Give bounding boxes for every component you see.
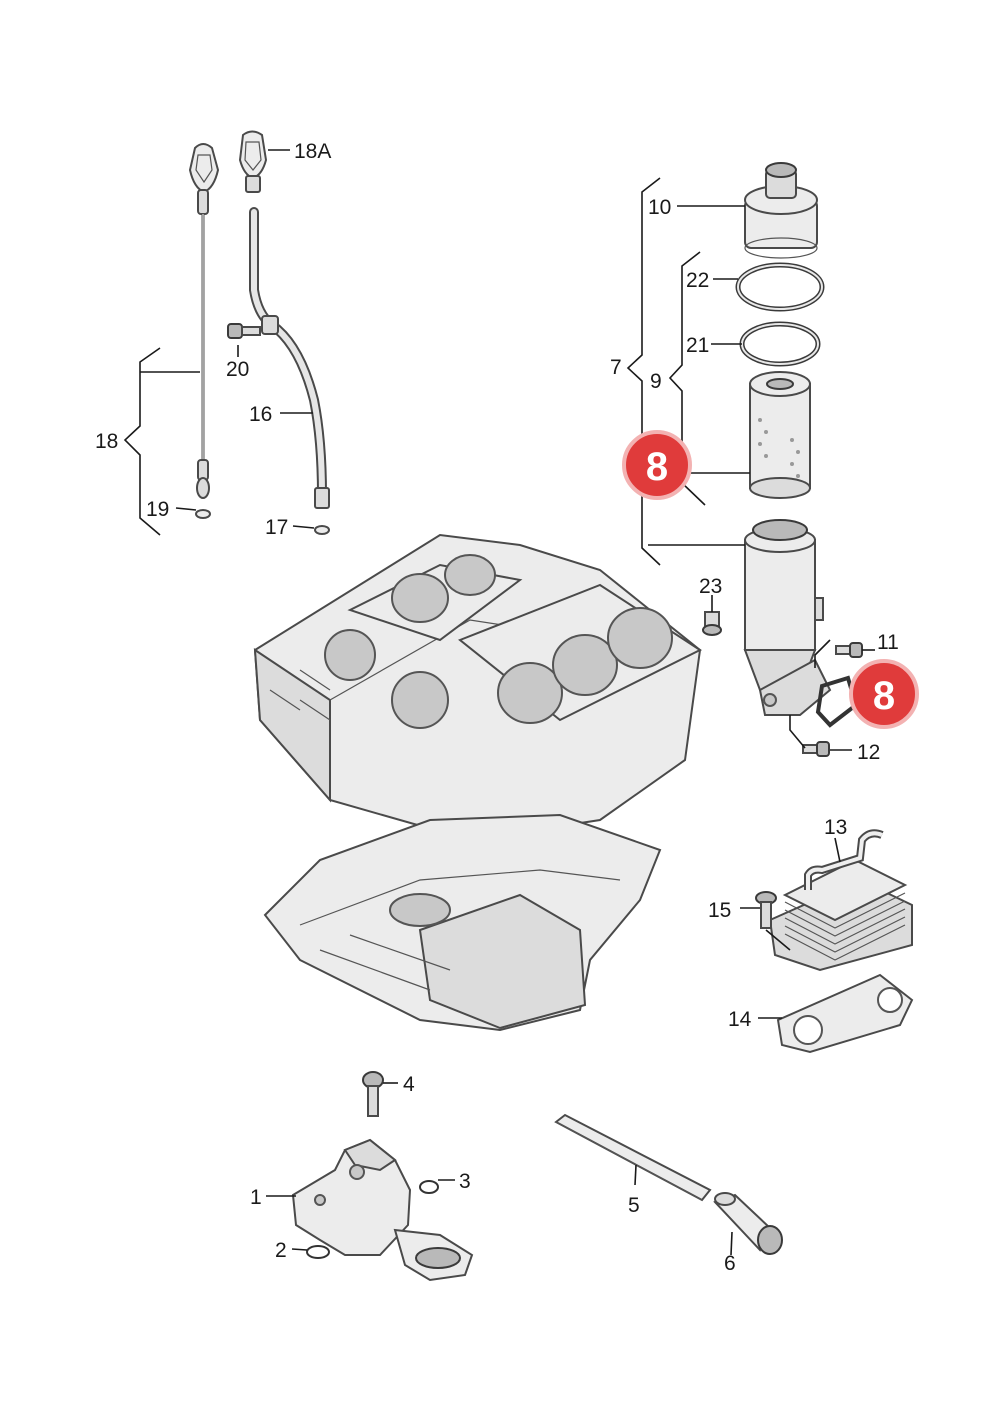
drive-shaft-5: [554, 1113, 712, 1202]
bolt-15: [755, 891, 777, 929]
label-3: 3: [459, 1170, 471, 1193]
label-10: 10: [648, 196, 671, 219]
label-23: 23: [699, 575, 722, 598]
oil-pan: [263, 813, 662, 1032]
label-17: 17: [265, 516, 288, 539]
label-19: 19: [146, 498, 169, 521]
o-ring-3: [419, 1180, 439, 1194]
label-4: 4: [403, 1073, 415, 1096]
bolt-20: [227, 323, 261, 339]
callout-filter-element-text: 8: [646, 445, 668, 489]
callout-gasket: 8: [849, 659, 919, 729]
label-22: 22: [686, 269, 709, 292]
label-16: 16: [249, 403, 272, 426]
filter-housing: [743, 519, 832, 716]
label-13: 13: [824, 816, 847, 839]
part-labels: 18A 20 16 18 19 17 10 22 21 7 9 23 11 12…: [95, 140, 899, 1275]
label-5: 5: [628, 1194, 640, 1217]
label-9: 9: [650, 370, 662, 393]
label-1: 1: [250, 1186, 262, 1209]
bolt-4: [362, 1071, 384, 1117]
engine-block: [253, 533, 703, 842]
bolt-11: [835, 642, 863, 658]
gasket-8: [815, 675, 859, 728]
dipstick-18: [188, 143, 220, 519]
plug-23: [702, 611, 722, 636]
label-2: 2: [275, 1239, 287, 1262]
label-7: 7: [610, 356, 622, 379]
o-ring-22: [735, 262, 825, 312]
label-20: 20: [226, 358, 249, 381]
label-14: 14: [728, 1008, 752, 1031]
filter-cap-10: [744, 162, 818, 259]
adapter-6: [713, 1192, 783, 1255]
label-21: 21: [686, 334, 709, 357]
label-18a: 18A: [294, 140, 331, 163]
o-ring-2: [306, 1245, 330, 1259]
gasket-14: [776, 973, 914, 1054]
filter-element-8: [749, 371, 811, 499]
guide-tube-16: [238, 130, 330, 535]
label-11: 11: [877, 631, 899, 654]
callout-gasket-text: 8: [873, 674, 895, 718]
o-ring-21: [739, 321, 821, 367]
oil-pump-1: [291, 1138, 474, 1282]
label-15: 15: [708, 899, 731, 922]
leader-lines: [123, 149, 875, 1256]
oil-cooler-13: [768, 829, 913, 972]
callout-filter-element: 8: [622, 430, 692, 500]
label-18: 18: [95, 430, 118, 453]
label-12: 12: [857, 741, 880, 764]
bolt-12: [802, 741, 830, 757]
label-6: 6: [724, 1252, 736, 1275]
